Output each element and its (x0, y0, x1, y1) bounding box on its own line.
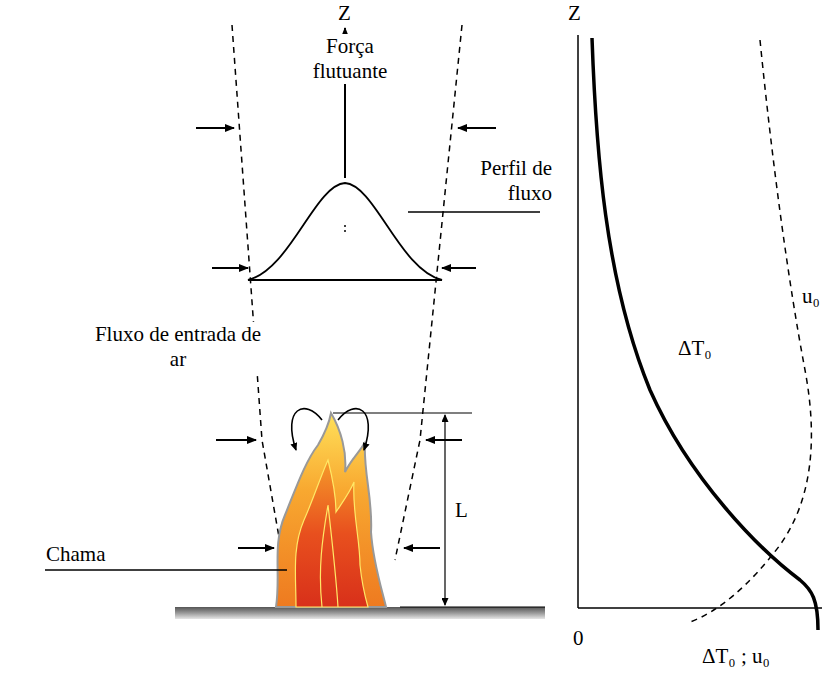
profile-axis (344, 225, 346, 235)
curve-label: u₀ (800, 284, 822, 309)
vortex-arrow (292, 409, 322, 450)
chart-axis (578, 607, 822, 609)
curve-label: ΔT₀ (676, 336, 714, 361)
axis-label: Z (566, 1, 583, 26)
dimension-line (333, 412, 472, 413)
axis-label: Z (336, 1, 353, 26)
axis-label: ΔT₀ ; u₀ (700, 644, 772, 669)
dimension-label: L (453, 498, 470, 523)
plume-boundary (395, 25, 462, 560)
dimension-arrow (444, 415, 445, 510)
vortex-arrow (338, 409, 368, 450)
plume-boundary (232, 25, 283, 560)
axis-origin: 0 (571, 626, 586, 651)
temperature-curve (592, 38, 818, 630)
flame-label: Chama (44, 542, 107, 567)
flow-profile (248, 183, 442, 280)
flame-core (320, 505, 338, 607)
leader-line (408, 211, 540, 212)
ground (175, 607, 545, 619)
dimension-line (400, 606, 545, 607)
chart-axis (577, 35, 579, 608)
entrainment-label: Fluxo de entrada de ar (88, 322, 268, 372)
leader-line (45, 569, 287, 570)
force-label: Força flutuante (300, 34, 400, 84)
flame (276, 413, 386, 607)
profile-label: Perfil de fluxo (458, 156, 554, 206)
flame-core (295, 460, 368, 607)
velocity-curve (690, 40, 811, 622)
dimension-arrow (444, 510, 445, 605)
